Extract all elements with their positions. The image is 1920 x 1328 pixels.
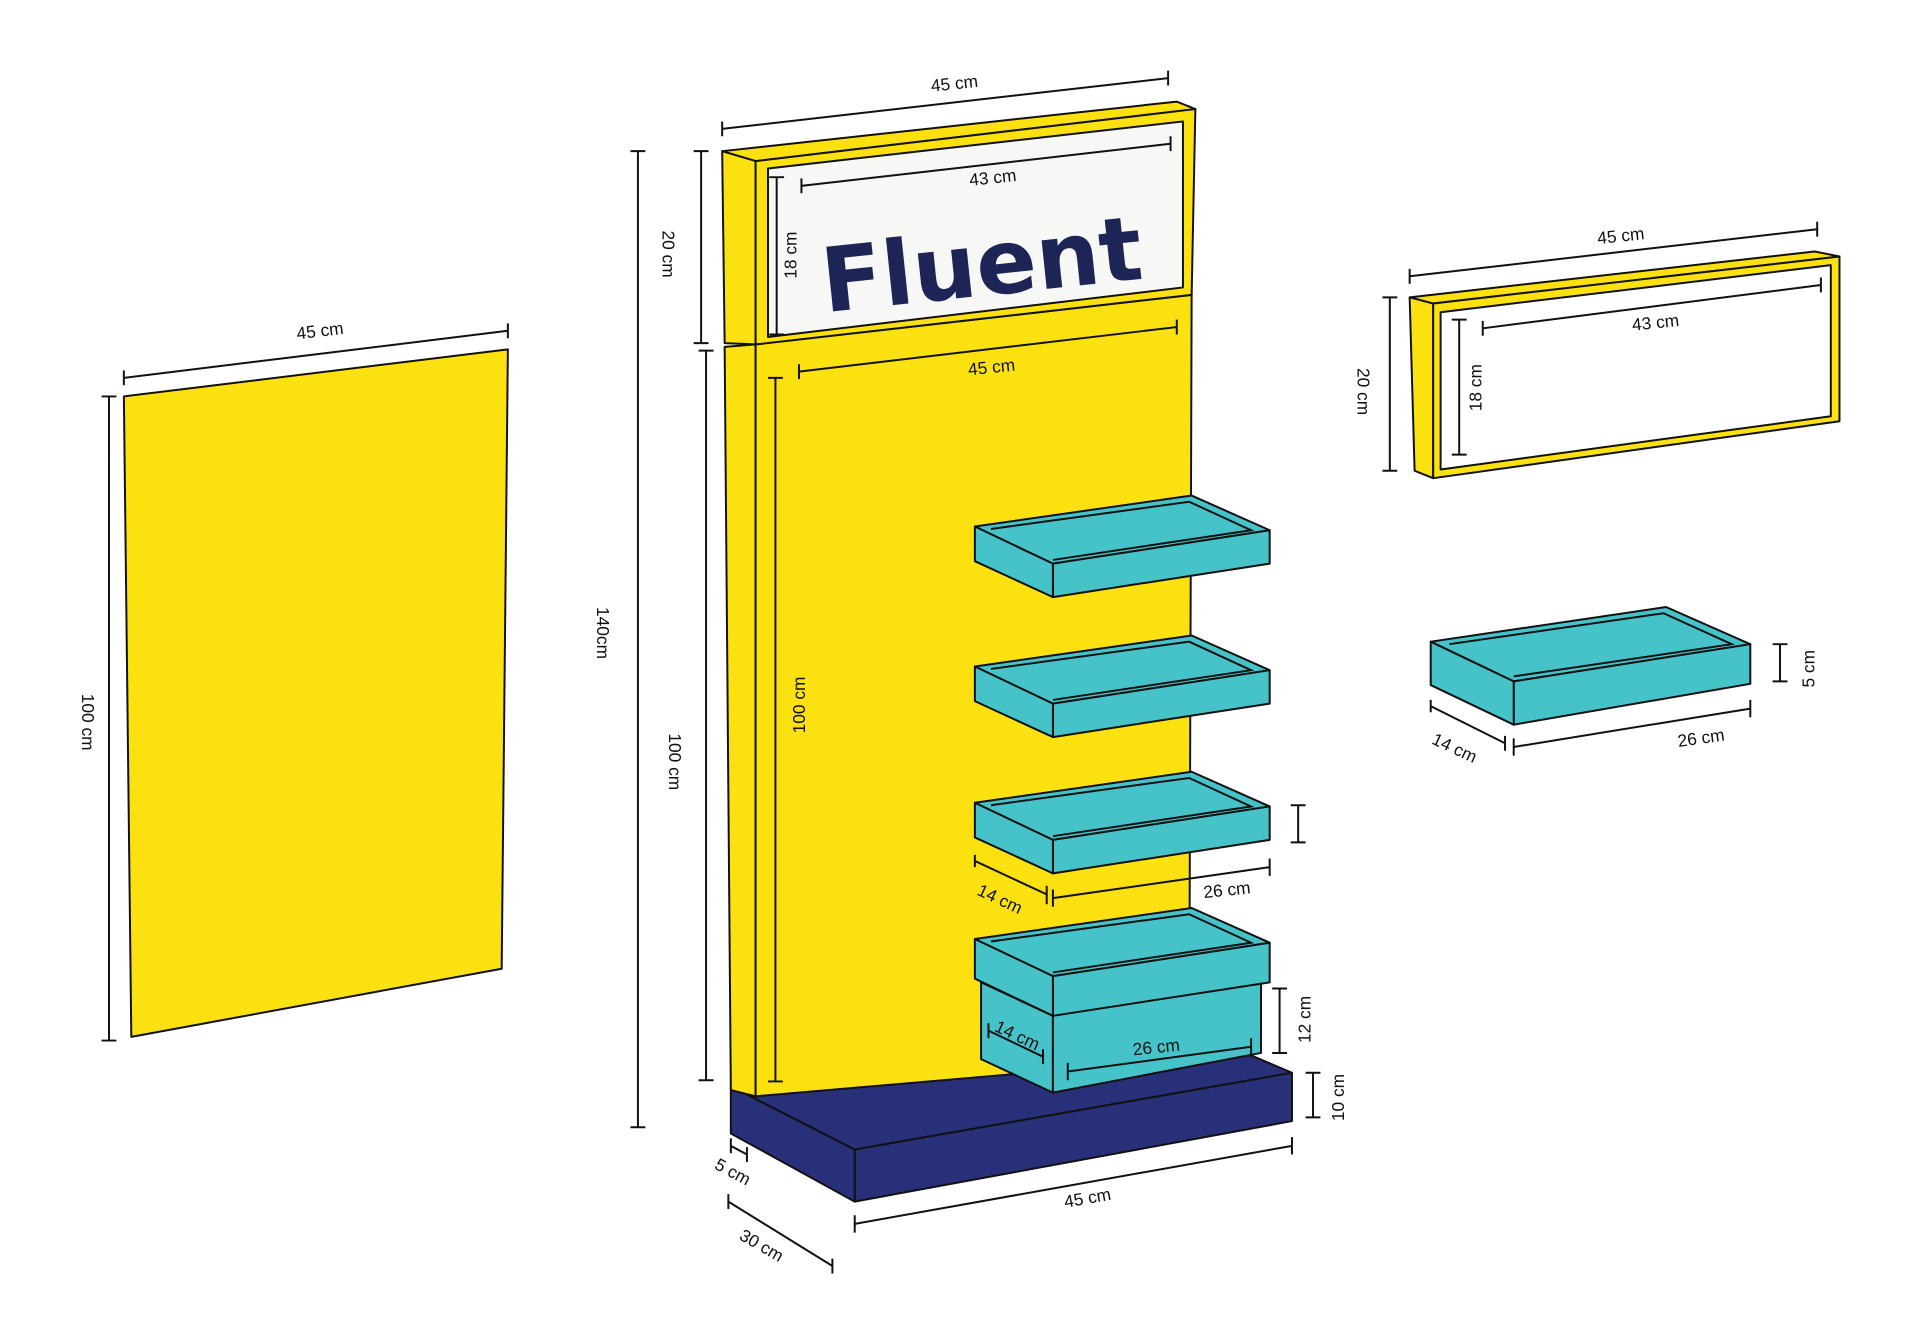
base-side [729,1085,856,1203]
base-depth-label: 30 cm [736,1225,787,1266]
board-height-inner-label: 100 cm [789,677,809,734]
header-inner-width-label: 43 cm [968,165,1017,190]
header-detail-height-label: 20 cm [1354,368,1374,415]
shelf-height-dim [1290,804,1306,844]
header-detail-inner-height-label: 18 cm [1465,364,1485,411]
tray-depth-label: 14 cm [1429,729,1480,767]
storage-box [973,907,1271,1094]
header-detail-width-label: 45 cm [1596,223,1645,248]
header-inner-height-label: 18 cm [780,232,800,279]
header-height-label: 20 cm [659,230,679,277]
total-height-label: 140cm [593,607,613,659]
tray-detail: 14 cm 26 cm 5 cm [1429,606,1819,767]
board-side [723,343,757,1098]
base-height-label: 10 cm [1328,1074,1348,1121]
display-stand: Fluent [593,70,1348,1274]
shelf [973,770,1271,875]
header-detail: 45 cm 43 cm 18 cm 20 cm [1354,221,1841,480]
header-width-label: 45 cm [930,71,979,96]
box-width-label: 26 cm [1132,1035,1181,1060]
left-panel: 45 cm 100 cm [78,318,509,1042]
left-panel-height-label: 100 cm [78,694,98,751]
tray-height-label: 5 cm [1799,650,1819,688]
shelf-width-label: 26 cm [1202,877,1251,902]
shelf [973,494,1271,599]
tray-width-label: 26 cm [1676,725,1726,751]
board-height-outer-label: 100 cm [665,733,685,790]
box-height-label: 12 cm [1295,996,1315,1043]
board-width-label: 45 cm [967,355,1016,380]
left-panel-width-label: 45 cm [295,318,344,344]
base-width-label: 45 cm [1063,1184,1113,1212]
header-side [721,150,757,346]
header-detail-inner-width-label: 43 cm [1631,310,1680,335]
shelf [973,634,1271,739]
header-sign [767,120,1184,338]
